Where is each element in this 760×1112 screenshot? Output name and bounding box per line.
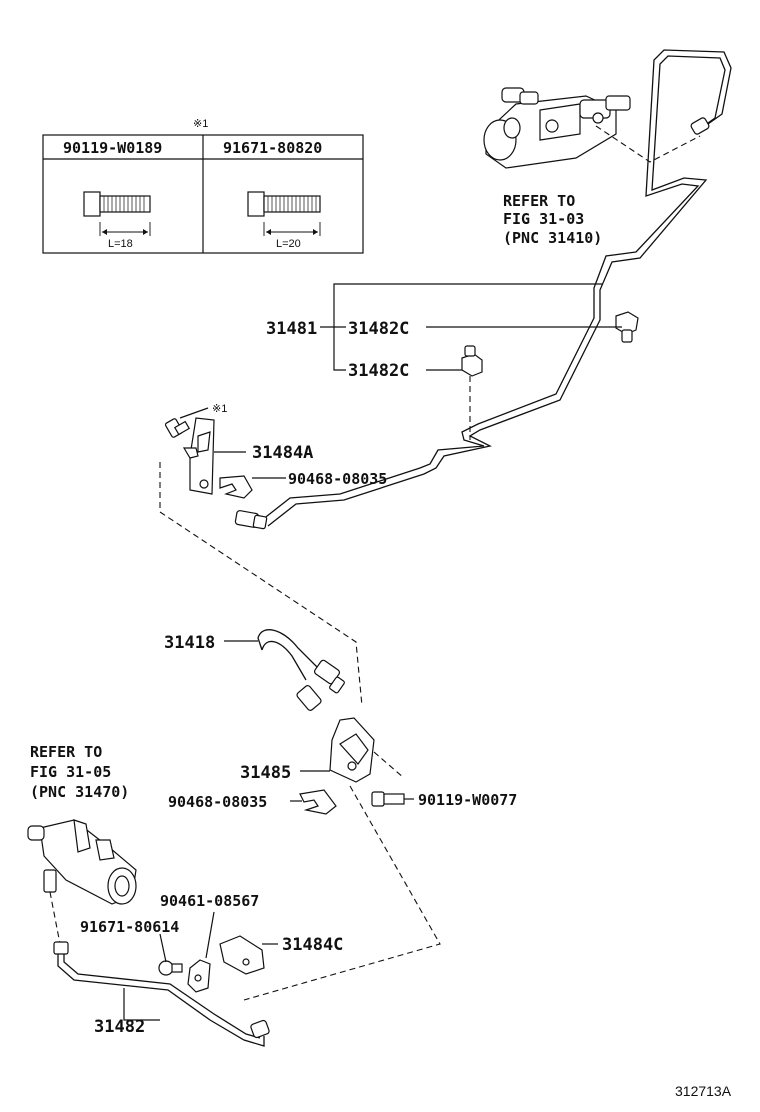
- table-col1-length: L=18: [108, 238, 133, 250]
- bolt-table: ※1 90119-W0189 91671-80820 L=18 L=20: [42, 118, 364, 254]
- bolt-icon: [164, 418, 191, 438]
- bolt-icon: [247, 191, 321, 236]
- bracket-31484C: [219, 935, 265, 975]
- ref-left-line2: FIG 31-05: [30, 763, 111, 781]
- master-cylinder: [483, 87, 631, 169]
- ref-top-line3: (PNC 31410): [503, 229, 602, 247]
- table-col1-partno[interactable]: 90119-W0189: [63, 139, 162, 157]
- ref-top-line1: REFER TO: [503, 192, 575, 210]
- clip-90468: [219, 475, 253, 499]
- bolt-icon: [83, 191, 151, 236]
- pipe-clip: [615, 311, 639, 343]
- label-31484C[interactable]: 31484C: [282, 935, 343, 955]
- label-31418[interactable]: 31418: [164, 633, 215, 653]
- table-col2-partno[interactable]: 91671-80820: [223, 139, 322, 157]
- label-31482C-lower[interactable]: 31482C: [348, 361, 409, 381]
- table-col2-length: L=20: [276, 238, 301, 250]
- label-91671-80614[interactable]: 91671-80614: [80, 918, 179, 936]
- ref-left-line3: (PNC 31470): [30, 783, 129, 801]
- ref-left-line1: REFER TO: [30, 743, 102, 761]
- release-cylinder: [27, 819, 137, 905]
- bolt-icon: [371, 791, 405, 807]
- label-90119-W0077[interactable]: 90119-W0077: [418, 791, 517, 809]
- label-31482[interactable]: 31482: [94, 1017, 145, 1037]
- diagram-id: 312713A: [675, 1083, 732, 1099]
- label-note1: ※1: [212, 403, 227, 415]
- pipe-clip: [461, 345, 483, 377]
- label-90461-08567[interactable]: 90461-08567: [160, 892, 259, 910]
- clip-90468: [299, 789, 337, 815]
- bracket-31484A: [182, 417, 215, 495]
- ref-top-line2: FIG 31-03: [503, 210, 584, 228]
- flex-hose-31418: [257, 629, 345, 711]
- label-31482C-upper[interactable]: 31482C: [348, 319, 409, 339]
- label-90468-08035-upper[interactable]: 90468-08035: [288, 470, 387, 488]
- clutch-pipe-31481: [234, 49, 732, 530]
- table-note-mark: ※1: [193, 118, 208, 130]
- label-31485[interactable]: 31485: [240, 763, 291, 783]
- label-31481[interactable]: 31481: [266, 319, 317, 339]
- clutch-pipe-31482: [53, 941, 270, 1047]
- label-31484A[interactable]: 31484A: [252, 443, 313, 463]
- bracket-31485: [329, 717, 375, 783]
- clamp-90461: [187, 959, 211, 993]
- screw-icon: [158, 960, 183, 976]
- label-90468-08035-lower[interactable]: 90468-08035: [168, 793, 267, 811]
